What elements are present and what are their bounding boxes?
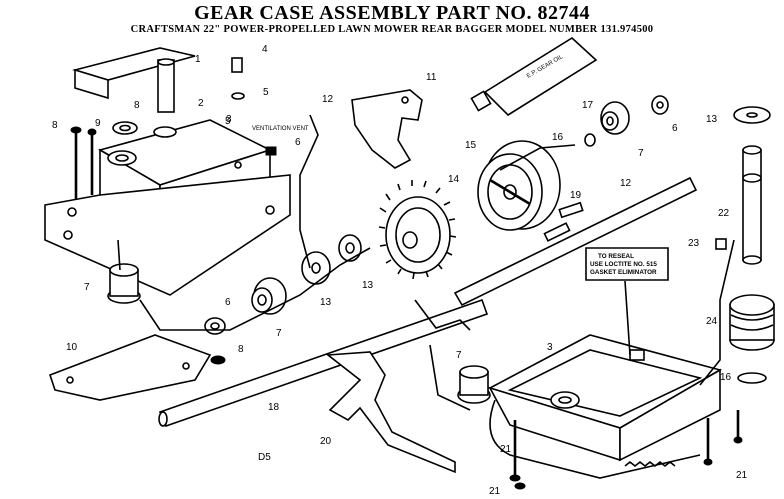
washer-13-right: [733, 106, 771, 124]
callout-24: 24: [706, 316, 718, 327]
main-shaft-12: [453, 176, 698, 307]
gear-case-top-housing: [44, 119, 291, 296]
seal-6-upper-right: [651, 95, 669, 115]
lower-bracket-10: [48, 334, 226, 401]
callout-21-b: 21: [489, 486, 501, 497]
bearing-7-upper-right: [600, 101, 630, 135]
callout-6-right: 6: [672, 123, 678, 134]
vent-plug: VENTILATION VENT: [252, 126, 309, 156]
seal-6-left: [204, 317, 226, 335]
callout-7-left: 7: [84, 282, 90, 293]
callout-13-b: 13: [362, 280, 374, 291]
instruction-line-1: TO RESEAL: [598, 253, 634, 260]
callout-17: 17: [582, 100, 594, 111]
callout-7-center: 7: [276, 328, 282, 339]
gear-case-bottom-housing: [487, 334, 723, 479]
callout-3-top: 3: [226, 114, 232, 125]
callout-7-lower: 7: [456, 350, 462, 361]
spur-gear-14: [378, 180, 457, 280]
key-19: [558, 201, 584, 219]
callout-5: 5: [263, 87, 269, 98]
callout-18: 18: [268, 402, 280, 413]
callout-12-top: 12: [322, 94, 334, 105]
callout-12: 12: [620, 178, 632, 189]
worm-24: [729, 294, 775, 351]
vent-label: VENTILATION VENT: [252, 126, 309, 132]
bearing-7-center: [251, 277, 287, 315]
thrust-washer-16-upper: [584, 133, 596, 147]
callout-8-top: 8: [134, 100, 140, 111]
callout-4: 4: [262, 44, 268, 55]
bushing-7-lower: [457, 365, 491, 404]
callout-19: 19: [570, 190, 582, 201]
gasket-16-right: [737, 372, 767, 384]
callout-16-right: 16: [720, 372, 732, 383]
shift-fork-11: [351, 89, 423, 169]
bracket-20: [325, 351, 456, 474]
washer-13b: [338, 234, 362, 262]
bushing-7-left: [107, 263, 141, 304]
callout-7-right: 7: [638, 148, 644, 159]
callout-14: 14: [448, 174, 460, 185]
callout-16-top: 16: [552, 132, 564, 143]
callout-8-lower: 8: [238, 344, 244, 355]
callout-21-c: 21: [736, 470, 748, 481]
callout-21-a: 21: [500, 444, 512, 455]
worm-gear-15: [477, 140, 561, 231]
page-subtitle: CRAFTSMAN 22" POWER-PROPELLED LAWN MOWER…: [130, 24, 654, 35]
callout-13-a: 13: [320, 297, 332, 308]
bolts-upper-left: [70, 57, 245, 200]
callout-20: 20: [320, 436, 332, 447]
callout-9: 9: [95, 118, 101, 129]
callouts: 1 2 5 4 5 6 8 8 9 7 10 8 6 7 13 13 14 15…: [52, 44, 748, 497]
page-title: GEAR CASE ASSEMBLY PART NO. 82744: [194, 2, 590, 24]
callout-6-top: 6: [295, 137, 301, 148]
oil-tube-17: E.P. GEAR OIL: [470, 37, 598, 117]
callout-15: 15: [465, 140, 477, 151]
callout-5-top: 5: [225, 116, 231, 127]
callout-1: 1: [195, 54, 201, 65]
corner-code: D5: [258, 452, 271, 463]
top-mounting-bracket: [72, 47, 196, 113]
bolts-21: [509, 410, 743, 490]
instruction-line-2: USE LOCTITE NO. 515: [590, 261, 657, 268]
axle-shaft-18: [158, 298, 489, 428]
callout-2: 2: [198, 98, 204, 109]
gasket-ring: [112, 121, 177, 138]
instruction-line-3: GASKET ELIMINATOR: [590, 269, 657, 276]
callout-23: 23: [688, 238, 700, 249]
instruction-box: TO RESEAL USE LOCTITE NO. 515 GASKET ELI…: [585, 247, 669, 356]
key-23: [715, 238, 727, 250]
assembly-guide-lines: [117, 114, 735, 411]
callout-22: 22: [718, 208, 730, 219]
callout-11: 11: [426, 72, 437, 83]
pinion-shaft-22: [742, 145, 762, 265]
callout-3: 3: [547, 342, 553, 353]
callout-8-left: 8: [52, 120, 58, 131]
callout-10: 10: [66, 342, 78, 353]
washer-13a: [301, 251, 331, 285]
callout-6-center: 6: [225, 297, 231, 308]
callout-13-right: 13: [706, 114, 718, 125]
